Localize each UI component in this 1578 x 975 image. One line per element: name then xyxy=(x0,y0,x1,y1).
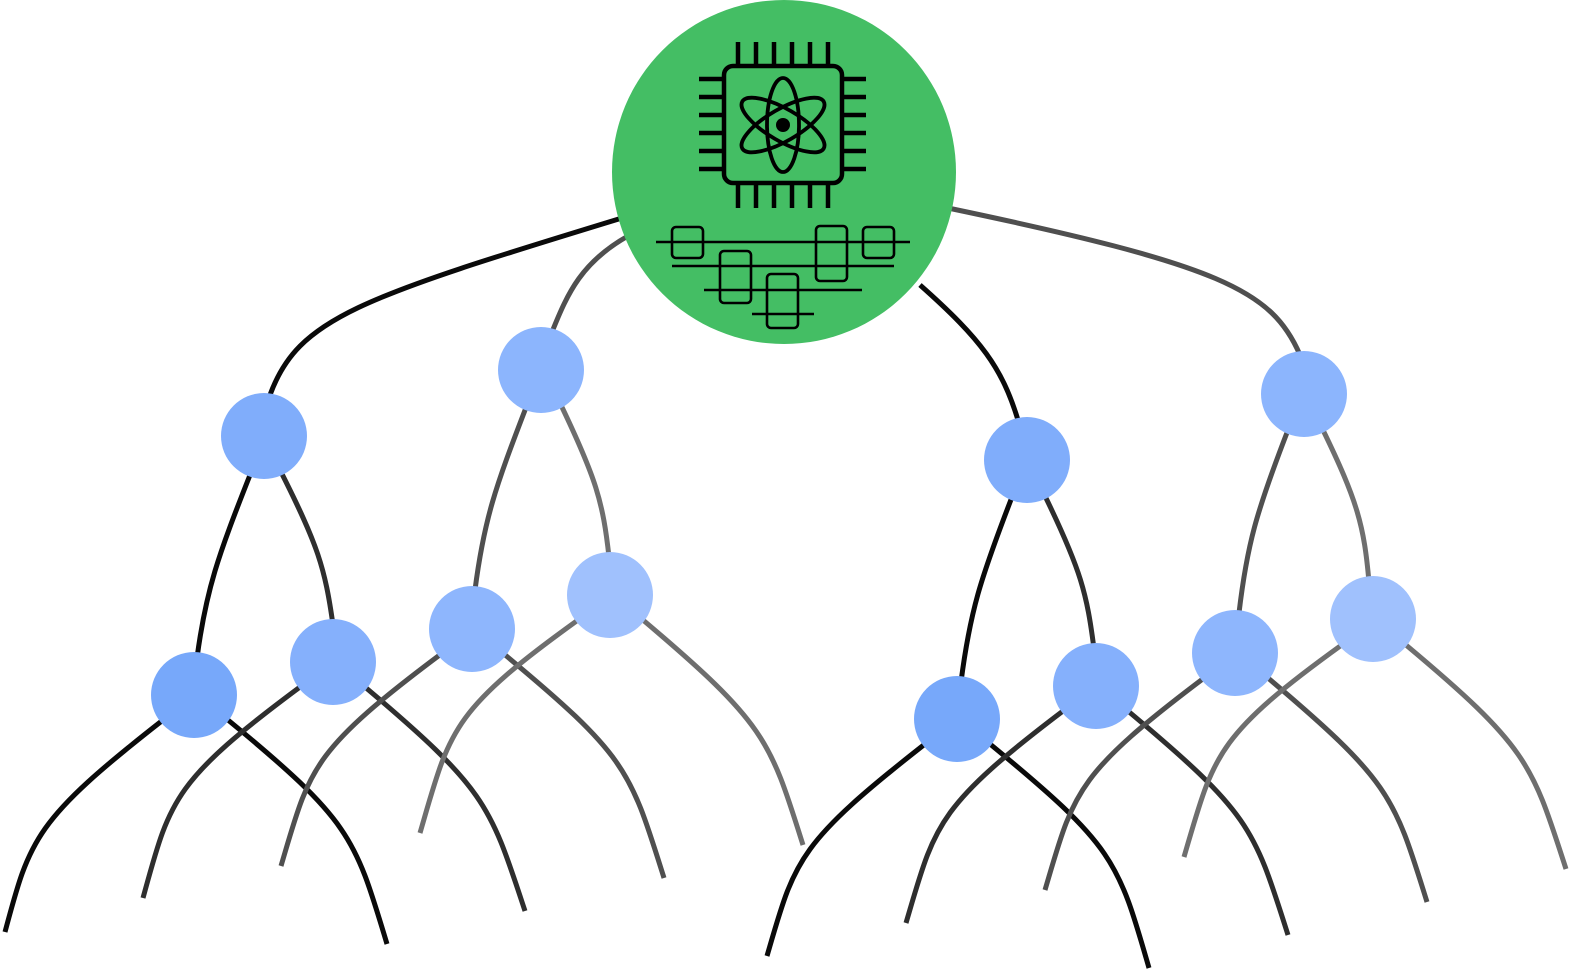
edge-d1-right-leaf xyxy=(1266,676,1430,903)
edge-c2-right-leaf xyxy=(1126,709,1291,936)
edge-a-right xyxy=(277,468,336,626)
edge-a2-right-leaf xyxy=(363,685,528,912)
tree-node-d xyxy=(1261,351,1347,437)
tree-node-b2 xyxy=(567,552,653,638)
tree-node-a2 xyxy=(290,619,376,705)
edge-b-right xyxy=(557,401,612,558)
edge-root-to-node-b xyxy=(549,233,630,333)
tree-node-d2 xyxy=(1330,576,1416,662)
edge-d2-left-leaf xyxy=(1181,641,1345,858)
edge-b1-left-leaf xyxy=(278,651,443,867)
edge-d-right xyxy=(1319,426,1372,583)
edge-root-to-node-a xyxy=(267,215,623,396)
level-1-nodes xyxy=(221,327,1347,503)
edge-b2-right-leaf xyxy=(641,618,806,846)
edge-c1-left-leaf xyxy=(764,742,927,957)
level-2-nodes xyxy=(151,552,1416,762)
edge-b-left xyxy=(472,404,530,591)
edge-a1-left-leaf xyxy=(2,718,165,933)
root-node xyxy=(612,0,956,344)
edge-a2-left-leaf xyxy=(140,684,302,899)
edge-a-left xyxy=(194,474,253,659)
edge-c2-left-leaf xyxy=(903,709,1065,924)
edge-root-to-node-d xyxy=(947,205,1303,356)
tree-node-c xyxy=(984,417,1070,503)
tree-node-d1 xyxy=(1192,610,1278,696)
edge-a1-right-leaf xyxy=(226,718,390,945)
edge-d-left xyxy=(1236,429,1291,614)
tree-node-c2 xyxy=(1053,643,1139,729)
tree-node-a1 xyxy=(151,652,237,738)
tree-edges xyxy=(2,205,1569,969)
edge-root-to-node-c xyxy=(918,283,1021,421)
edge-d1-left-leaf xyxy=(1042,676,1206,891)
edge-c-left xyxy=(958,496,1015,683)
tree-node-c1 xyxy=(914,676,1000,762)
edge-c1-right-leaf xyxy=(988,742,1152,969)
tree-node-b1 xyxy=(429,586,515,672)
edge-b1-right-leaf xyxy=(502,652,667,879)
edge-d2-right-leaf xyxy=(1404,643,1569,870)
quantum-chip-icon xyxy=(699,42,866,208)
quantum-circuit-icon xyxy=(656,224,910,330)
tree-node-a xyxy=(221,393,307,479)
tree-node-b xyxy=(498,327,584,413)
edge-c-right xyxy=(1042,494,1097,650)
edge-b2-left-leaf xyxy=(417,617,580,834)
